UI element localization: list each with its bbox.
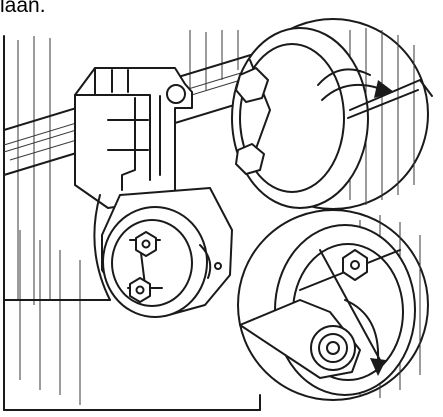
caption-text: laan. — [0, 0, 46, 17]
detail-circle-top — [231, 18, 433, 210]
wheel-icon — [102, 206, 222, 318]
detail-circle-bottom — [237, 209, 429, 401]
bracket-clamp-icon — [74, 67, 193, 209]
nut-icon — [129, 231, 157, 303]
hex-key-icon — [347, 79, 433, 119]
nut-icon — [342, 249, 368, 281]
rotation-arrow-icon — [344, 299, 386, 376]
